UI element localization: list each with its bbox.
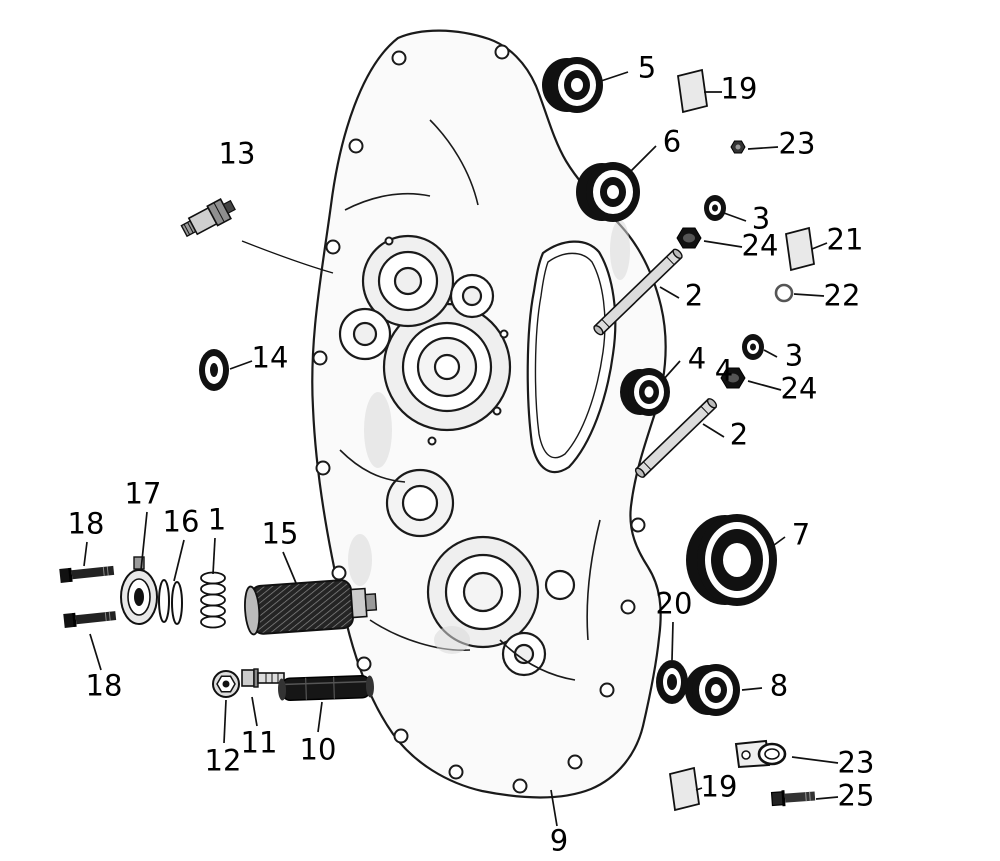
callout-3-lower: 3: [784, 338, 804, 373]
callout-4-right: 4: [714, 353, 734, 388]
callout-5: 5: [637, 50, 657, 85]
callout-4-left: 4: [687, 341, 707, 376]
callout-7: 7: [791, 517, 811, 552]
part-bearing-8: [685, 664, 740, 716]
part-oil-switch-13: [180, 198, 236, 238]
crankcase-illustration: [311, 29, 667, 799]
part-bolt-25: [770, 790, 816, 807]
part-nut-23-upper: [730, 140, 746, 154]
part-dowel-shaft-10: [278, 674, 374, 702]
callout-2-lower: 2: [729, 417, 749, 452]
part-bearing-4: [620, 368, 670, 416]
part-plunger-17: [120, 556, 158, 625]
callout-8: 8: [769, 668, 789, 703]
callout-14: 14: [251, 340, 289, 375]
callout-9: 9: [549, 823, 569, 858]
callout-13: 13: [218, 136, 256, 171]
callout-21: 21: [826, 222, 864, 257]
callout-18-upper: 18: [67, 506, 105, 541]
part-bolt-18-lower: [63, 611, 117, 628]
part-bearing-5: [542, 57, 603, 113]
part-oil-seal-14: [199, 349, 229, 391]
callout-19-lower: 19: [700, 769, 738, 804]
part-bearing-6: [576, 162, 640, 222]
callout-11: 11: [240, 725, 278, 760]
callout-19-upper: 19: [720, 71, 758, 106]
callout-12: 12: [204, 743, 242, 778]
callout-16: 16: [162, 504, 200, 539]
part-seal-3-lower: [742, 334, 764, 360]
callout-23-lower: 23: [837, 745, 875, 780]
callout-20: 20: [655, 586, 693, 621]
callout-24-upper: 24: [741, 228, 779, 263]
callout-22: 22: [823, 278, 861, 313]
callout-18-lower: 18: [85, 668, 123, 703]
part-shaft-2-lower: [634, 398, 718, 478]
callout-24-lower: 24: [780, 371, 818, 406]
callout-10: 10: [299, 732, 337, 767]
callout-17: 17: [124, 476, 162, 511]
callout-1: 1: [207, 502, 227, 537]
part-gasket-19-upper: [676, 68, 709, 114]
part-gasket-19-lower: [668, 766, 701, 812]
part-oil-screen-15: [244, 579, 378, 636]
part-nut-24-upper: [676, 227, 702, 249]
part-bearing-20: [656, 660, 688, 704]
part-flange-bolt-12: [212, 670, 240, 698]
part-bolt-11: [241, 668, 285, 688]
callout-2-upper: 2: [684, 278, 704, 313]
leader-lines: [83, 71, 839, 827]
part-nut-24-lower: [720, 367, 746, 389]
callout-25: 25: [837, 778, 875, 813]
callout-3-upper: 3: [751, 201, 771, 236]
part-bracket-23: [734, 739, 787, 769]
part-washer-22: [774, 283, 794, 303]
part-shaft-2-upper: [593, 248, 683, 336]
part-bearing-7: [686, 514, 777, 606]
part-gasket-21: [784, 226, 816, 272]
part-bolt-18-upper: [59, 565, 115, 583]
callout-6: 6: [662, 124, 682, 159]
callout-15: 15: [261, 516, 299, 551]
part-shims-16: [158, 579, 183, 625]
part-seal-3-upper: [704, 195, 726, 221]
part-spring-1: [200, 571, 226, 629]
callout-23-upper: 23: [778, 126, 816, 161]
